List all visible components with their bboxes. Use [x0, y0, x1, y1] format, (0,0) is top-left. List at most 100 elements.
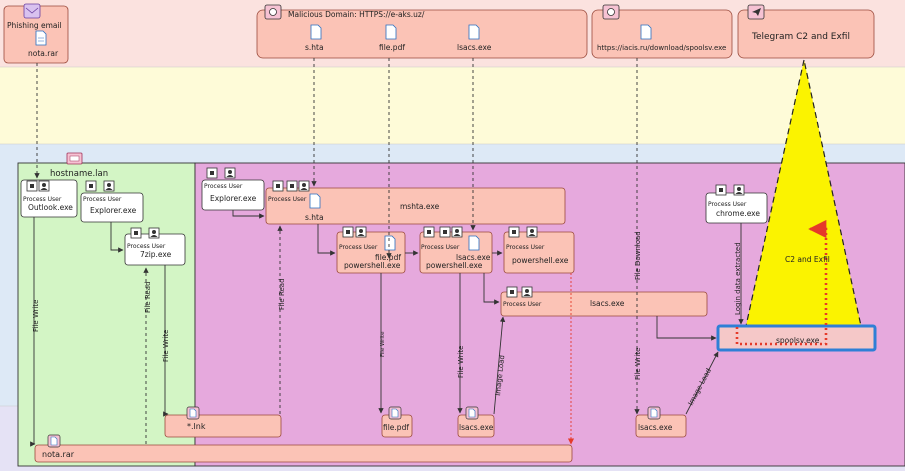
- process-icon: [342, 226, 354, 238]
- telegram-node[interactable]: Telegram C2 and Exfil: [737, 4, 875, 59]
- process-user-label: Process User: [708, 201, 747, 208]
- spoolsv-label: spoolsv.exe: [776, 336, 820, 345]
- process-icon: [206, 167, 218, 179]
- pdf-label: file.pdf: [383, 423, 409, 432]
- edge-label-file-read: File Read: [144, 281, 152, 313]
- process-chrome[interactable]: Process User chrome.exe: [705, 184, 768, 224]
- c2-triangle: [745, 59, 862, 327]
- explorer-label: Explorer.exe: [210, 194, 257, 203]
- process-explorer-1[interactable]: Process User Explorer.exe: [80, 180, 144, 223]
- rar-label: nota.rar: [42, 450, 75, 459]
- domain-file-lsacs: lsacs.exe: [457, 43, 492, 52]
- phishing-email-label: Phishing email: [7, 21, 62, 30]
- process-user-label: Process User: [23, 196, 62, 203]
- edge-lsacs-to-spoolsv: [656, 316, 717, 341]
- process-explorer-2[interactable]: Process User Explorer.exe: [201, 167, 265, 211]
- ps2-label: powershell.exe: [426, 261, 483, 270]
- file-icon: [186, 406, 200, 420]
- edge-label-login-data: Login data extracted: [734, 242, 742, 315]
- edge-label-file-read: File Read: [278, 278, 286, 310]
- edge-label-file-write: File Write: [380, 331, 386, 357]
- process-user-label: Process User: [506, 244, 545, 251]
- domain-file-s-hta: s.hta: [305, 43, 324, 52]
- edge-explorer2-mshta: [232, 210, 265, 219]
- user-icon: [451, 226, 463, 238]
- mshta-file-label: s.hta: [305, 213, 324, 222]
- file-icon: [468, 235, 480, 251]
- process-outlook[interactable]: Process User Outlook.exe: [20, 179, 78, 218]
- monitor-icon: [66, 152, 83, 165]
- edge-label-file-write: File Write: [634, 348, 642, 380]
- edge-label-file-download: File Download: [634, 231, 642, 280]
- user-icon: [526, 226, 538, 238]
- process-user-label: Process User: [421, 244, 460, 251]
- process-powershell-3[interactable]: Process User powershell.exe: [503, 226, 575, 274]
- user-icon: [355, 226, 367, 238]
- ps1-label: powershell.exe: [344, 261, 401, 270]
- process-7zip[interactable]: Process User 7zip.exe: [124, 227, 186, 266]
- user-icon: [298, 180, 310, 192]
- file-node-lsacs-1[interactable]: lsacs.exe: [457, 406, 495, 438]
- process-icon: [286, 180, 298, 192]
- user-icon: [103, 180, 115, 192]
- process-icon: [272, 180, 284, 192]
- file-icon: [388, 406, 402, 420]
- browser-icon: [264, 4, 282, 20]
- lsacs-file-label: lsacs.exe: [459, 423, 494, 432]
- process-user-label: Process User: [83, 196, 122, 203]
- file-icon: [647, 406, 661, 420]
- email-icon: [23, 3, 41, 19]
- file-node-lnk[interactable]: *.lnk: [164, 406, 282, 438]
- telegram-label: Telegram C2 and Exfil: [751, 32, 850, 42]
- process-icon: [508, 226, 520, 238]
- ps3-label: powershell.exe: [512, 256, 569, 265]
- file-icon: [385, 24, 397, 40]
- process-user-label: Process User: [127, 243, 166, 250]
- user-icon: [733, 184, 745, 196]
- process-icon: [506, 286, 518, 298]
- edge-ps3-lsacs: [483, 273, 500, 305]
- malicious-domain-label: Malicious Domain: HTTPS://e-aks.uz/: [288, 10, 425, 19]
- process-icon: [85, 180, 97, 192]
- edge-explorer-7zip: [110, 222, 124, 253]
- edge-label-file-write: File Write: [457, 346, 465, 378]
- process-icon: [439, 226, 451, 238]
- file-icon: [309, 193, 321, 209]
- malicious-domain-node[interactable]: Malicious Domain: HTTPS://e-aks.uz/ s.ht…: [256, 4, 588, 59]
- process-icon: [26, 180, 38, 192]
- process-lsacs[interactable]: Process User lsacs.exe: [500, 286, 708, 317]
- mshta-label: mshta.exe: [400, 202, 440, 211]
- user-icon: [521, 286, 533, 298]
- process-powershell-2[interactable]: Process User lsacs.exe powershell.exe: [419, 226, 493, 274]
- file-icon: [384, 235, 396, 251]
- process-user-label: Process User: [339, 244, 378, 251]
- process-spoolsv[interactable]: spoolsv.exe: [716, 324, 877, 352]
- file-icon: [465, 406, 479, 420]
- download-url-node[interactable]: https://iacis.ru/download/spoolsv.exe: [591, 4, 733, 59]
- file-node-lsacs-2[interactable]: lsacs.exe: [635, 406, 687, 438]
- file-icon: [640, 24, 652, 40]
- edge-lsacs-image-load: [493, 316, 506, 415]
- user-icon: [224, 167, 236, 179]
- download-url-text: https://iacis.ru/download/spoolsv.exe: [597, 44, 726, 52]
- process-icon: [130, 227, 142, 239]
- process-icon: [715, 184, 727, 196]
- band-external: [0, 67, 905, 144]
- edge-label-file-write: File Write: [162, 330, 170, 362]
- lsacs-file-label: lsacs.exe: [638, 423, 673, 432]
- file-node-rar[interactable]: nota.rar: [34, 434, 573, 463]
- domain-file-pdf: file.pdf: [379, 43, 405, 52]
- lnk-label: *.lnk: [187, 422, 206, 431]
- process-mshta[interactable]: Process User s.hta mshta.exe: [265, 180, 566, 225]
- process-user-label: Process User: [503, 301, 542, 308]
- file-icon: [310, 24, 322, 40]
- file-icon: [35, 30, 47, 46]
- file-node-pdf[interactable]: file.pdf: [381, 406, 413, 438]
- process-powershell-1[interactable]: Process User file.pdf powershell.exe: [336, 226, 406, 274]
- phishing-email-node[interactable]: Phishing email nota.rar: [3, 3, 69, 64]
- edge-label-file-write: File Write: [32, 300, 40, 332]
- edge-c2-loop: [735, 219, 828, 346]
- user-icon: [38, 180, 50, 192]
- hostname-label: hostname.lan: [50, 169, 108, 179]
